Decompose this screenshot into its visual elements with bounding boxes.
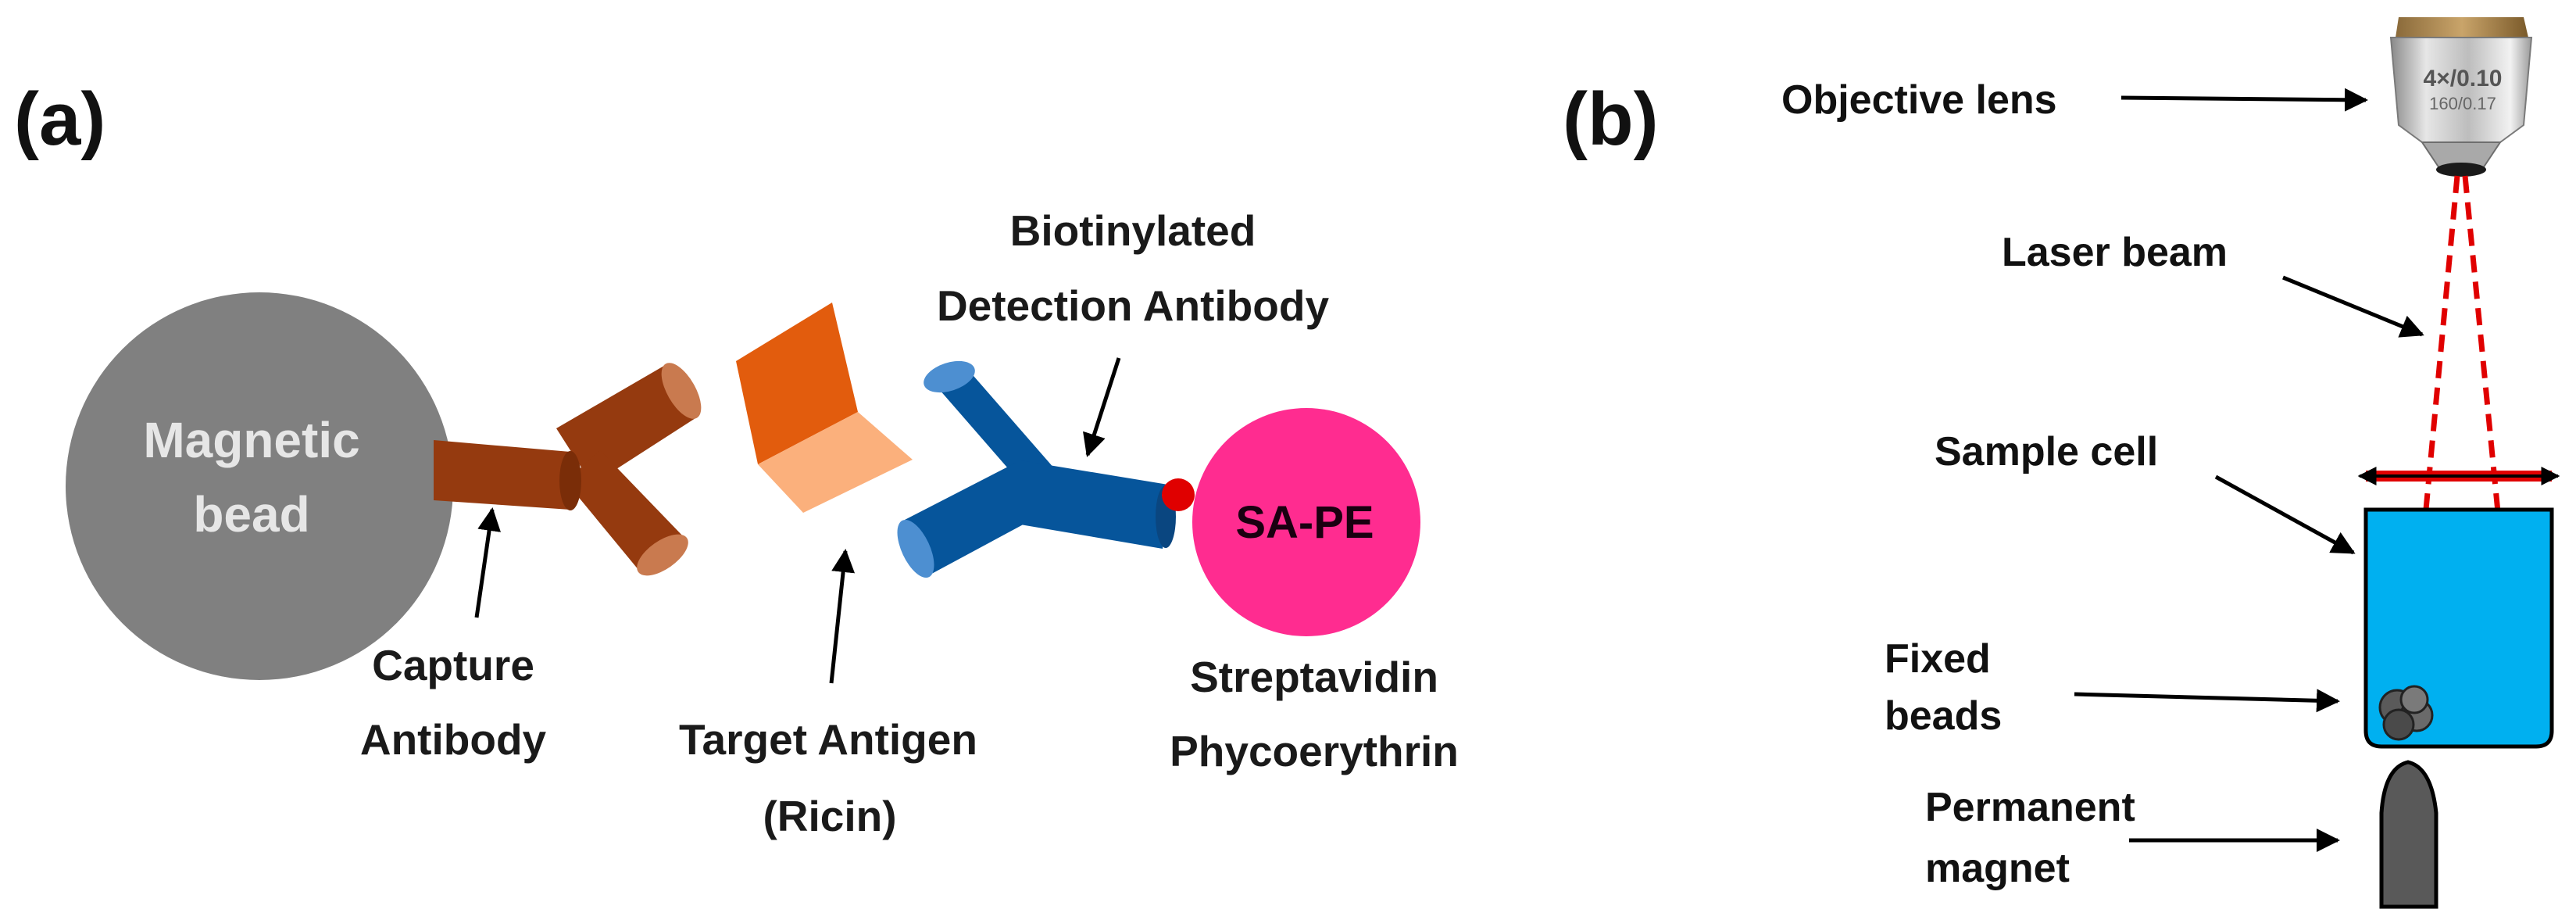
detection-antibody	[897, 360, 1176, 578]
objective-lens-label: Objective lens	[1781, 77, 2057, 123]
objective-lens-arrow	[2120, 88, 2368, 112]
fixed-beads	[2378, 685, 2434, 741]
panel-b: (b) 4×/0.10 160/0.17	[1563, 17, 2560, 909]
detection-antibody-arrow	[1083, 357, 1121, 457]
target-antigen-label-line1: Target Antigen	[679, 715, 977, 764]
laser-beam-label: Laser beam	[2002, 230, 2228, 275]
fixed-beads-label-line2: beads	[1885, 693, 2002, 739]
sample-cell-arrow	[2214, 474, 2356, 555]
permanent-magnet-label-line1: Permanent	[1925, 785, 2135, 830]
permanent-magnet-label-line2: magnet	[1925, 846, 2070, 891]
laser-beam-arrow	[2282, 275, 2424, 338]
magnetic-bead-label-line2: bead	[193, 486, 309, 542]
capture-antibody-arrow	[474, 507, 501, 618]
capture-antibody	[434, 363, 702, 576]
biotin-dot	[1162, 478, 1195, 511]
objective-lens-cap	[2396, 17, 2528, 38]
panel-b-label: (b)	[1563, 77, 1659, 161]
laser-beam-right	[2462, 175, 2526, 683]
objective-lens: 4×/0.10 160/0.17	[2389, 17, 2533, 177]
sa-pe-circle	[1192, 408, 1420, 636]
sample-cell-label: Sample cell	[1935, 429, 2158, 474]
magnetic-bead: Magnetic bead	[66, 292, 453, 680]
streptavidin-label-line2: Phycoerythrin	[1170, 727, 1459, 775]
capture-antibody-label-line2: Antibody	[360, 715, 547, 764]
sa-pe: SA-PE	[1192, 408, 1420, 636]
fixed-beads-arrow	[2074, 689, 2340, 713]
target-antigen-ricin	[736, 303, 913, 513]
sa-pe-label: SA-PE	[1235, 497, 1374, 548]
panel-a: (a) Magnetic bead	[14, 77, 1459, 840]
magnetic-bead-circle	[66, 292, 453, 680]
detection-antibody-label-line1: Biotinylated	[1010, 206, 1256, 255]
streptavidin-label-line1: Streptavidin	[1190, 653, 1438, 701]
objective-lens-marking-line1: 4×/0.10	[2424, 66, 2503, 91]
objective-lens-marking-line2: 160/0.17	[2429, 94, 2496, 113]
magnetic-bead-label-line1: Magnetic	[143, 412, 359, 468]
detection-antibody-label-line2: Detection Antibody	[937, 281, 1330, 330]
target-antigen-arrow	[829, 549, 856, 684]
laser-beam-left	[2399, 175, 2460, 679]
objective-lens-aperture	[2436, 163, 2486, 177]
capture-antibody-label-line1: Capture	[372, 641, 534, 689]
target-antigen-label-line2: (Ricin)	[763, 792, 896, 840]
panel-a-label: (a)	[14, 77, 105, 161]
permanent-magnet	[2379, 760, 2438, 909]
fixed-beads-label-line1: Fixed	[1885, 636, 1991, 682]
